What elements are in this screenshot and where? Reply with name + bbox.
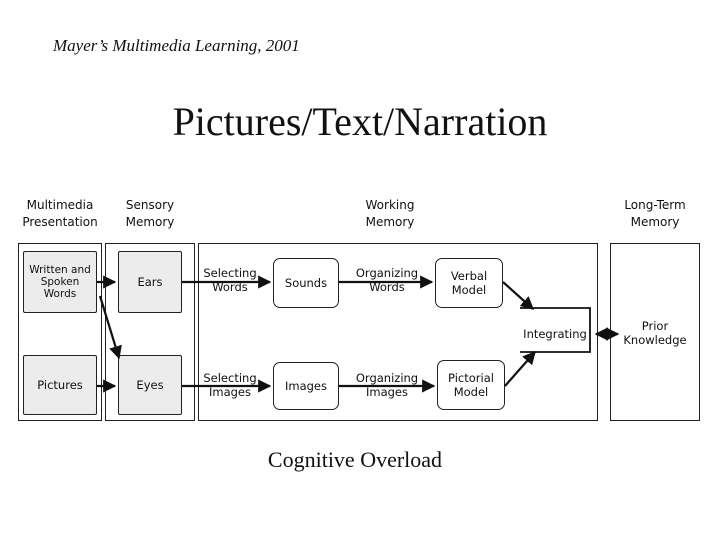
arrow-verbal-to-integrating (502, 281, 534, 310)
integrating-connector (520, 307, 591, 353)
slide-title: Pictures/Text/Narration (172, 99, 548, 144)
citation: Mayer’s Multimedia Learning, 2001 (53, 36, 300, 55)
verbal-model-box: Verbal Model (435, 258, 503, 308)
prior-knowledge-label: Prior Knowledge (623, 319, 687, 347)
multimedia-panel (18, 243, 102, 421)
arrow-pictorial-to-integrating (504, 351, 536, 387)
organizing-words-label: Organizing Words (355, 266, 419, 294)
written-spoken-words-box: Written and Spoken Words (23, 251, 97, 313)
header-sensory-memory: Sensory Memory (125, 198, 175, 229)
selecting-images-label: Selecting Images (203, 371, 257, 399)
pictures-box: Pictures (23, 355, 97, 415)
images-box: Images (273, 362, 339, 410)
ears-box: Ears (118, 251, 182, 313)
selecting-words-label: Selecting Words (203, 266, 257, 294)
header-long-term-memory: Long-Term Memory (624, 198, 686, 229)
integrating-label: Integrating (523, 327, 587, 341)
eyes-box: Eyes (118, 355, 182, 415)
header-multimedia-presentation: Multimedia Presentation (22, 198, 98, 229)
header-working-memory: Working Memory (365, 198, 415, 229)
cognitive-overload-caption: Cognitive Overload (267, 447, 443, 472)
organizing-images-label: Organizing Images (355, 371, 419, 399)
pictorial-model-box: Pictorial Model (437, 360, 505, 410)
sensory-panel (105, 243, 195, 421)
sounds-box: Sounds (273, 258, 339, 308)
arrow-words-to-eyes (98, 295, 122, 360)
